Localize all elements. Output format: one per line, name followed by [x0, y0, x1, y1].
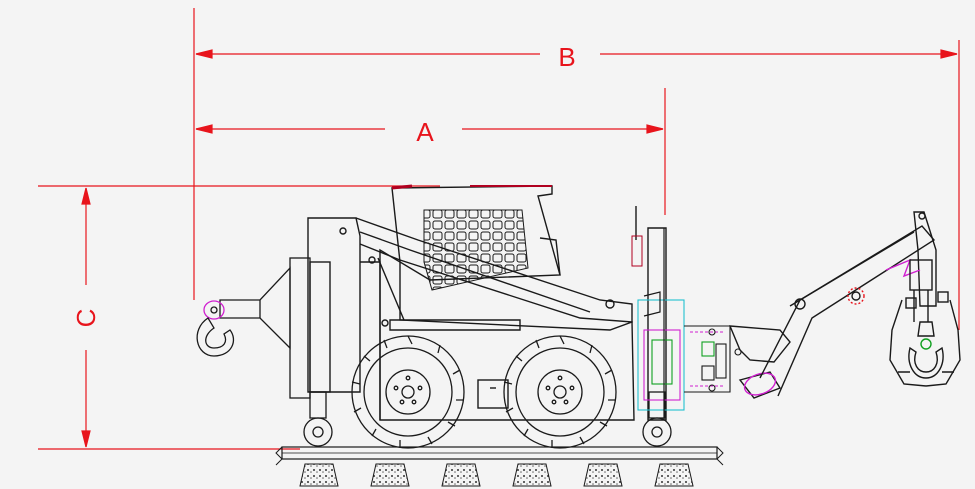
cab-window-grill	[423, 209, 529, 291]
dimension-lines	[38, 8, 960, 450]
dimension-label-c: C	[71, 309, 101, 328]
boom-arm	[728, 211, 961, 399]
rear-hook-assembly	[196, 257, 311, 399]
dimension-c	[81, 187, 91, 448]
coupler-mast	[643, 228, 665, 420]
dimension-label-a: A	[416, 117, 434, 147]
wheel-rear	[351, 335, 465, 449]
rail-rollers	[303, 391, 672, 447]
ground-rail	[275, 446, 724, 466]
wheel-front	[503, 335, 617, 449]
ground-blocks	[299, 463, 694, 487]
dimension-label-b: B	[558, 42, 575, 72]
dimension-b	[195, 49, 958, 59]
front-coupler	[637, 299, 742, 411]
dimension-a	[195, 124, 664, 134]
